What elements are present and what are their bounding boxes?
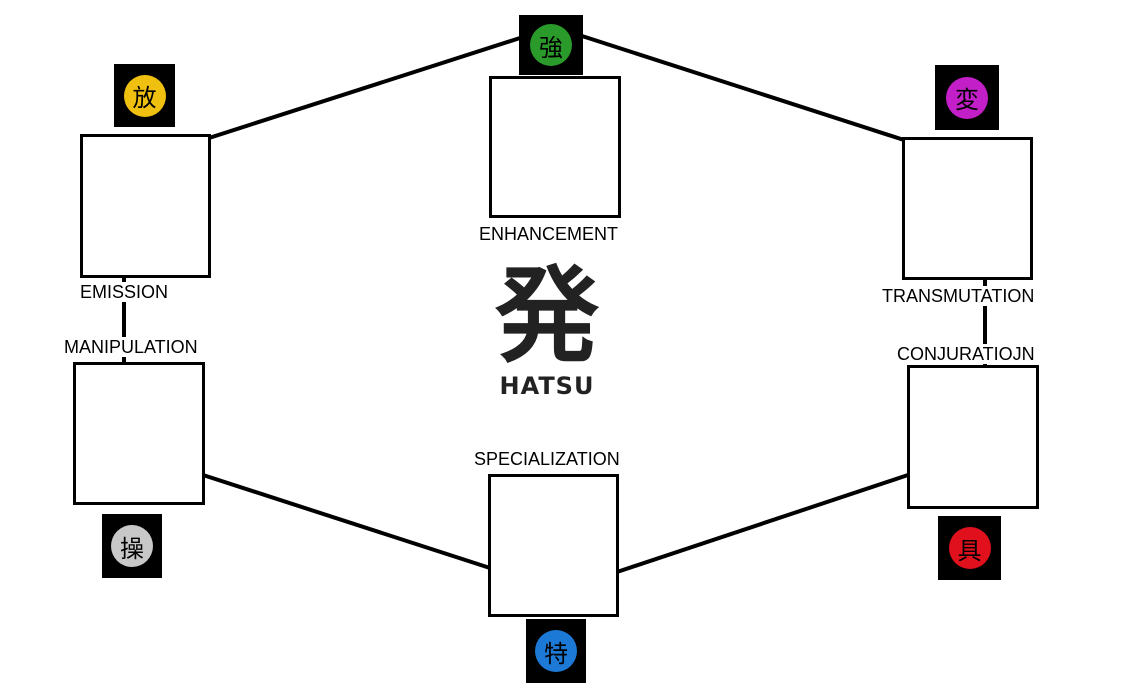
line-specialization-manipulation bbox=[202, 473, 491, 570]
transmutation-symbol: 変 bbox=[946, 76, 988, 119]
conjuration-icon: 具 bbox=[938, 516, 1001, 580]
manipulation-symbol: 操 bbox=[111, 525, 153, 567]
line-conjuration-specialization bbox=[616, 473, 909, 574]
line-emission-enhancement bbox=[208, 36, 521, 140]
manipulation-icon: 操 bbox=[102, 514, 162, 578]
conjuration-label: CONJURATIOJN bbox=[896, 344, 1036, 364]
emission-box[interactable] bbox=[80, 134, 211, 278]
manipulation-box[interactable] bbox=[73, 362, 205, 505]
emission-symbol: 放 bbox=[123, 74, 166, 117]
hatsu-logo: 発 HATSU bbox=[474, 262, 620, 404]
enhancement-symbol: 強 bbox=[530, 24, 572, 66]
enhancement-box[interactable] bbox=[489, 76, 621, 218]
emission-label: EMISSION bbox=[79, 282, 170, 302]
transmutation-icon: 変 bbox=[935, 65, 999, 130]
transmutation-box[interactable] bbox=[902, 137, 1033, 280]
hatsu-kanji: 発 bbox=[494, 255, 599, 377]
specialization-label: SPECIALIZATION bbox=[473, 449, 621, 469]
line-enhancement-transmutation bbox=[581, 34, 905, 142]
hatsu-text: HATSU bbox=[499, 372, 595, 400]
specialization-icon: 特 bbox=[526, 619, 586, 683]
specialization-symbol: 特 bbox=[535, 630, 577, 672]
specialization-box[interactable] bbox=[488, 474, 619, 617]
emission-icon: 放 bbox=[114, 64, 175, 127]
manipulation-label: MANIPULATION bbox=[63, 337, 199, 357]
conjuration-box[interactable] bbox=[907, 365, 1039, 509]
enhancement-icon: 強 bbox=[519, 15, 583, 75]
conjuration-symbol: 具 bbox=[948, 527, 991, 569]
transmutation-label: TRANSMUTATION bbox=[881, 286, 1036, 306]
enhancement-label: ENHANCEMENT bbox=[478, 224, 620, 244]
